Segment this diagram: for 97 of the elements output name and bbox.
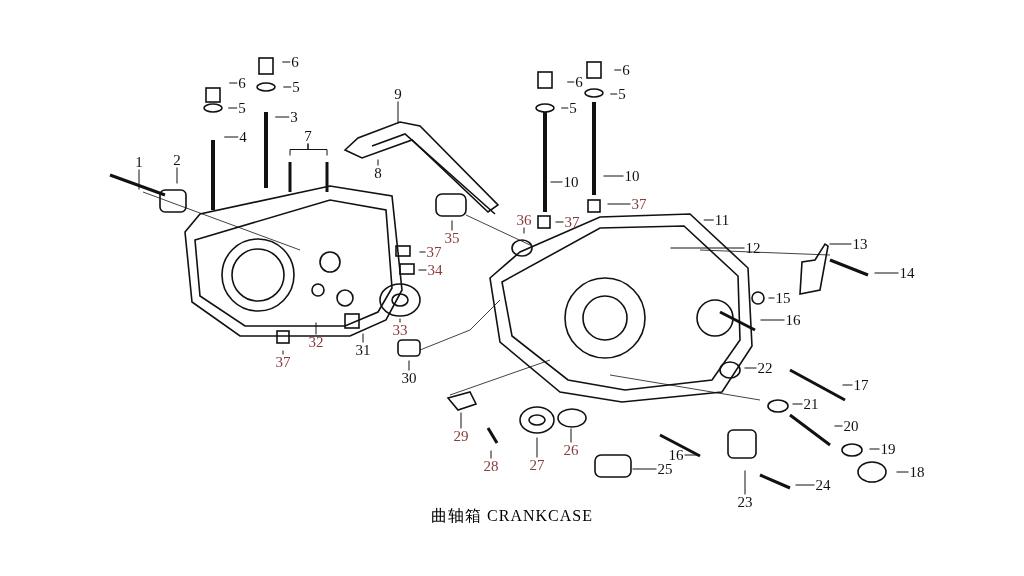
callout-number: 7: [303, 128, 313, 144]
leader-line: [566, 81, 575, 83]
callout-number: 13: [851, 236, 869, 252]
callout-number: 23: [736, 494, 754, 510]
leader-line: [613, 69, 622, 71]
leader-line: [829, 243, 852, 245]
leader-line: [408, 360, 410, 371]
leader-line: [744, 470, 746, 495]
callout-number: 28: [482, 458, 500, 474]
callout-number: 30: [400, 370, 418, 386]
callout-number: 18: [908, 464, 926, 480]
leader-line: [842, 384, 853, 386]
callout-number: 6: [574, 74, 584, 90]
leader-line: [377, 159, 379, 166]
leader-line: [490, 450, 492, 459]
leader-line: [399, 318, 401, 323]
callout-number: 16: [784, 312, 802, 328]
callout-number: 32: [307, 334, 325, 350]
leader-line: [460, 412, 462, 429]
callout-number: 34: [426, 262, 444, 278]
leader-line: [834, 425, 843, 427]
callout-number: 2: [172, 152, 182, 168]
leader-line: [307, 143, 328, 156]
leader-line: [560, 107, 569, 109]
leader-line: [609, 93, 618, 95]
leader-line: [419, 251, 426, 253]
callout-number: 37: [563, 214, 581, 230]
leader-line: [795, 484, 815, 486]
leader-line: [223, 136, 239, 138]
leader-line: [281, 61, 291, 63]
callout-number: 26: [562, 442, 580, 458]
leader-line: [227, 107, 238, 109]
leader-line: [176, 167, 178, 184]
callout-number: 17: [852, 377, 870, 393]
callout-number: 4: [238, 129, 248, 145]
callout-number: 5: [617, 86, 627, 102]
callout-number: 6: [237, 75, 247, 91]
leader-line: [670, 247, 745, 249]
callout-number: 33: [391, 322, 409, 338]
leader-line: [418, 269, 427, 271]
callout-number: 15: [774, 290, 792, 306]
leader-line: [607, 203, 631, 205]
leader-line: [874, 272, 899, 274]
leader-line: [228, 82, 238, 84]
callout-number: 8: [373, 165, 383, 181]
callout-number: 20: [842, 418, 860, 434]
leader-line: [768, 297, 775, 299]
callout-number: 10: [562, 174, 580, 190]
leader-line: [362, 333, 364, 343]
callout-number: 25: [656, 461, 674, 477]
callout-number: 5: [291, 79, 301, 95]
callout-number: 9: [393, 86, 403, 102]
callout-number: 31: [354, 342, 372, 358]
callout-number: 10: [623, 168, 641, 184]
leader-line: [315, 322, 317, 335]
leader-line: [523, 227, 525, 234]
leader-line: [792, 403, 803, 405]
leader-line: [869, 448, 880, 450]
callout-number: 14: [898, 265, 916, 281]
callout-number: 5: [568, 100, 578, 116]
callout-number: 37: [630, 196, 648, 212]
callout-number: 29: [452, 428, 470, 444]
leader-line: [703, 219, 715, 221]
callout-number: 6: [290, 54, 300, 70]
leader-line: [274, 116, 290, 118]
leader-line: [282, 350, 284, 355]
caption: 曲轴箱 CRANKCASE: [431, 507, 593, 524]
callout-number: 24: [814, 477, 832, 493]
leader-line: [760, 319, 785, 321]
callout-number: 37: [425, 244, 443, 260]
callout-number: 16: [667, 447, 685, 463]
leader-line: [603, 175, 624, 177]
leader-line: [451, 220, 453, 231]
callout-number: 35: [443, 230, 461, 246]
callout-number: 11: [713, 212, 731, 228]
leader-line: [536, 437, 538, 458]
callout-number: 1: [134, 154, 144, 170]
leader-line: [555, 221, 564, 223]
leader-line: [138, 169, 140, 190]
callout-number: 6: [621, 62, 631, 78]
callout-number: 37: [274, 354, 292, 370]
leader-line: [684, 454, 699, 456]
callout-number: 27: [528, 457, 546, 473]
leader-line: [397, 101, 399, 124]
callout-number: 36: [515, 212, 533, 228]
leader-line: [570, 428, 572, 443]
leader-line: [632, 468, 657, 470]
leader-line: [744, 367, 757, 369]
callout-number: 21: [802, 396, 820, 412]
leader-line: [896, 471, 909, 473]
callout-number: 3: [289, 109, 299, 125]
leader-line: [282, 86, 292, 88]
leader-line: [550, 181, 563, 183]
callout-number: 22: [756, 360, 774, 376]
callout-number: 12: [744, 240, 762, 256]
callout-number: 5: [237, 100, 247, 116]
callout-number: 19: [879, 441, 897, 457]
